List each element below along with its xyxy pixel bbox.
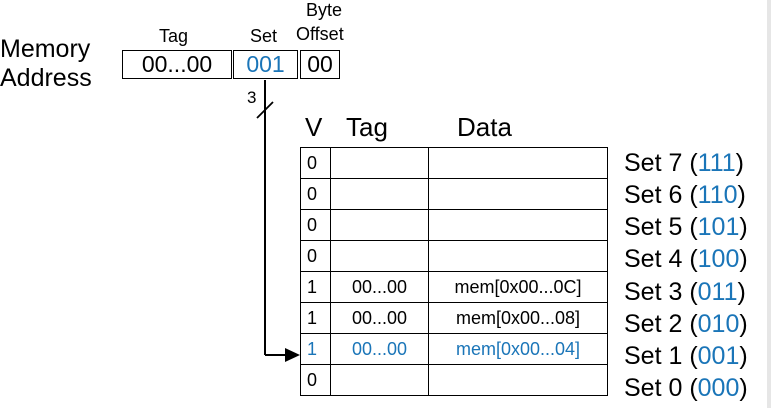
tag-cell <box>330 364 429 396</box>
memory-label: Memory <box>0 35 91 63</box>
tag-cell <box>330 178 429 210</box>
set-label: Set 6 (110) <box>624 181 746 209</box>
table-row: 0 <box>300 209 608 241</box>
tag-cell: 00...00 <box>330 302 429 334</box>
scrollbar-track <box>767 0 771 408</box>
tag-cell <box>330 147 429 179</box>
valid-column-header: V <box>305 112 323 142</box>
address-label: Address <box>0 64 92 92</box>
table-row: 0 <box>300 178 608 210</box>
set-field: 001 <box>233 50 298 79</box>
table-row-selected: 1 00...00 mem[0x00...04] <box>300 333 608 365</box>
cache-table: 0 0 0 0 1 00...00 mem[0x00...0C] 1 00...… <box>300 147 608 396</box>
valid-cell: 1 <box>300 302 331 334</box>
byte-offset-header-line1: Byte <box>306 0 343 20</box>
data-cell <box>428 209 608 241</box>
byte-offset-header-line2: Offset <box>296 24 344 44</box>
arrow-head-icon <box>285 348 300 362</box>
valid-cell: 1 <box>300 271 331 303</box>
data-cell <box>428 178 608 210</box>
set-field-header: Set <box>250 26 278 46</box>
data-cell: mem[0x00...08] <box>428 302 608 334</box>
set-label: Set 4 (100) <box>624 245 748 273</box>
data-cell: mem[0x00...0C] <box>428 271 608 303</box>
valid-cell: 0 <box>300 147 331 179</box>
data-column-header: Data <box>457 112 512 142</box>
table-row: 0 <box>300 364 608 396</box>
valid-cell: 0 <box>300 364 331 396</box>
tag-cell <box>330 240 429 272</box>
set-label: Set 1 (001) <box>624 342 748 370</box>
tag-field-header: Tag <box>159 26 189 46</box>
byte-offset-field: 00 <box>300 50 340 79</box>
data-cell <box>428 240 608 272</box>
data-cell <box>428 364 608 396</box>
data-cell <box>428 147 608 179</box>
data-cell: mem[0x00...04] <box>428 333 608 365</box>
set-label: Set 2 (010) <box>624 310 748 338</box>
valid-cell: 0 <box>300 178 331 210</box>
tag-cell: 00...00 <box>330 333 429 365</box>
valid-cell: 0 <box>300 209 331 241</box>
set-label: Set 7 (111) <box>624 149 744 177</box>
table-row: 1 00...00 mem[0x00...08] <box>300 302 608 334</box>
set-bits-label: 3 <box>247 88 257 107</box>
set-label: Set 0 (000) <box>624 374 748 402</box>
valid-cell: 1 <box>300 333 331 365</box>
tag-cell: 00...00 <box>330 271 429 303</box>
tag-cell <box>330 209 429 241</box>
tag-field: 00...00 <box>122 50 232 79</box>
tag-column-header: Tag <box>346 112 388 142</box>
table-row: 0 <box>300 147 608 179</box>
set-label: Set 5 (101) <box>624 213 748 241</box>
table-row: 0 <box>300 240 608 272</box>
valid-cell: 0 <box>300 240 331 272</box>
table-row: 1 00...00 mem[0x00...0C] <box>300 271 608 303</box>
set-label: Set 3 (011) <box>624 278 746 306</box>
